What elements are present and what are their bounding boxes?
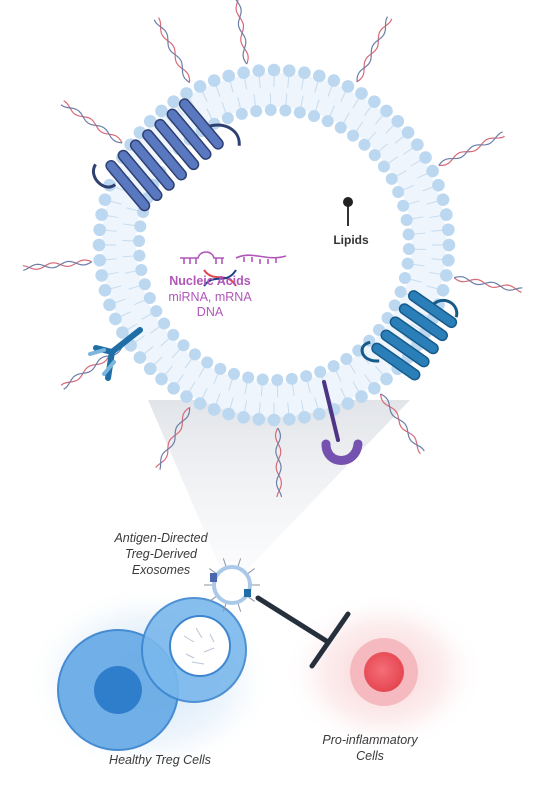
exosomes-line-1: Antigen-Directed bbox=[114, 531, 208, 545]
nucleic-acids-line-2: DNA bbox=[196, 305, 224, 319]
nucleic-acids-types: miRNA, mRNA DNA bbox=[150, 290, 270, 320]
transmembrane-receptor-teal bbox=[360, 290, 459, 381]
treg-cells-label: Healthy Treg Cells bbox=[109, 753, 211, 767]
treg-cells bbox=[57, 597, 247, 751]
nucleic-acids-line-1: miRNA, mRNA bbox=[168, 290, 252, 304]
purple-receptor bbox=[321, 380, 363, 465]
small-exosome bbox=[204, 558, 260, 612]
antibody-receptor bbox=[88, 327, 143, 381]
lipids-label: Lipids bbox=[333, 233, 369, 247]
proinflammatory-line-1: Pro-inflammatory bbox=[322, 733, 418, 747]
mirna-icon bbox=[180, 251, 224, 264]
inhibition-arrow-icon bbox=[255, 595, 351, 669]
proinflammatory-label: Pro-inflammatory Cells bbox=[305, 732, 435, 764]
proinflammatory-line-2: Cells bbox=[356, 749, 384, 763]
exosomes-line-2: Treg-Derived bbox=[124, 547, 197, 561]
proinflammatory-cell bbox=[350, 638, 418, 706]
exosomes-line-3: Exosomes bbox=[131, 563, 191, 577]
exosomes-label: Antigen-Directed Treg-Derived Exosomes bbox=[96, 530, 226, 578]
transmembrane-receptor-dark bbox=[92, 98, 241, 212]
nucleic-acids-title: Nucleic Acids bbox=[169, 274, 251, 288]
dna-helix-icon bbox=[203, 269, 237, 287]
lipid-icon bbox=[343, 197, 353, 226]
mrna-icon bbox=[235, 254, 287, 264]
zoom-cone bbox=[148, 400, 410, 575]
